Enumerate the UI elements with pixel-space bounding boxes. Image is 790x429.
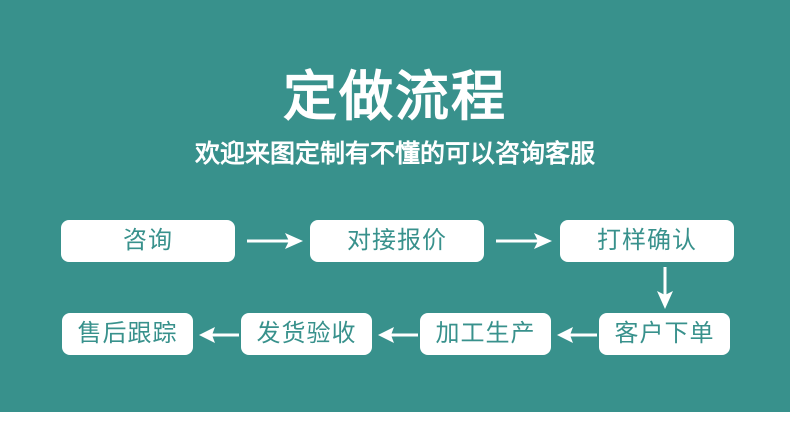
flow-step-label: 售后跟踪: [77, 320, 178, 347]
flow-step-aftersale: 售后跟踪: [62, 313, 193, 355]
flow-step-sample: 打样确认: [560, 220, 734, 262]
arrow-left-icon: [557, 325, 597, 345]
arrow-down-icon: [655, 267, 675, 309]
custom-process-banner: 定做流程 欢迎来图定制有不懂的可以咨询客服 咨询 对接报价 打样确认 售后跟踪 …: [0, 0, 790, 412]
flow-step-consult: 咨询: [61, 220, 235, 262]
arrow-right-icon: [496, 231, 552, 251]
flow-step-produce: 加工生产: [420, 313, 551, 355]
flow-step-quote: 对接报价: [310, 220, 484, 262]
flow-step-label: 加工生产: [435, 320, 536, 347]
footer-white-strip: [0, 412, 790, 429]
flow-step-label: 客户下单: [614, 320, 715, 347]
page-title: 定做流程: [283, 67, 507, 127]
arrow-left-icon: [199, 325, 239, 345]
flow-step-order: 客户下单: [599, 313, 730, 355]
heading-block: 定做流程 欢迎来图定制有不懂的可以咨询客服: [0, 0, 790, 170]
flow-step-label: 打样确认: [597, 227, 697, 254]
flow-step-label: 发货验收: [256, 320, 357, 347]
arrow-right-icon: [247, 231, 303, 251]
flow-step-label: 对接报价: [347, 227, 447, 254]
arrow-left-icon: [378, 325, 418, 345]
flow-step-label: 咨询: [123, 227, 173, 254]
flow-step-delivery: 发货验收: [241, 313, 372, 355]
page-subtitle: 欢迎来图定制有不懂的可以咨询客服: [194, 140, 595, 168]
